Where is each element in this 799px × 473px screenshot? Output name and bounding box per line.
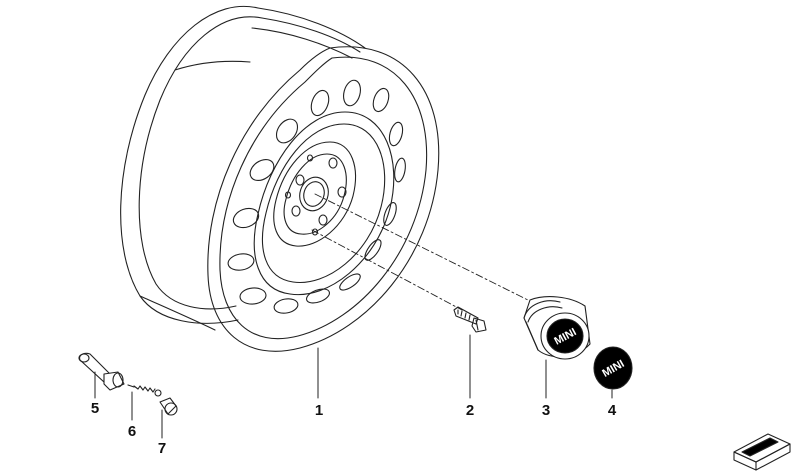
catalog-corner-icon (733, 433, 791, 471)
callout-3: 3 (541, 402, 551, 419)
wheel-bolt (453, 306, 487, 333)
tire-valve (78, 352, 125, 391)
valve-core (127, 384, 162, 397)
leader-lines (94, 334, 613, 439)
callout-5: 5 (90, 400, 100, 417)
steel-wheel-rim (120, 5, 440, 352)
hub-cap (523, 296, 591, 360)
callout-4: 4 (607, 402, 617, 419)
valve-cap (159, 397, 178, 416)
callout-1: 1 (314, 402, 324, 419)
callout-2: 2 (465, 402, 475, 419)
callout-6: 6 (127, 423, 137, 440)
mini-emblem (593, 346, 633, 390)
callout-7: 7 (157, 440, 167, 457)
explosion-lines (311, 193, 541, 311)
